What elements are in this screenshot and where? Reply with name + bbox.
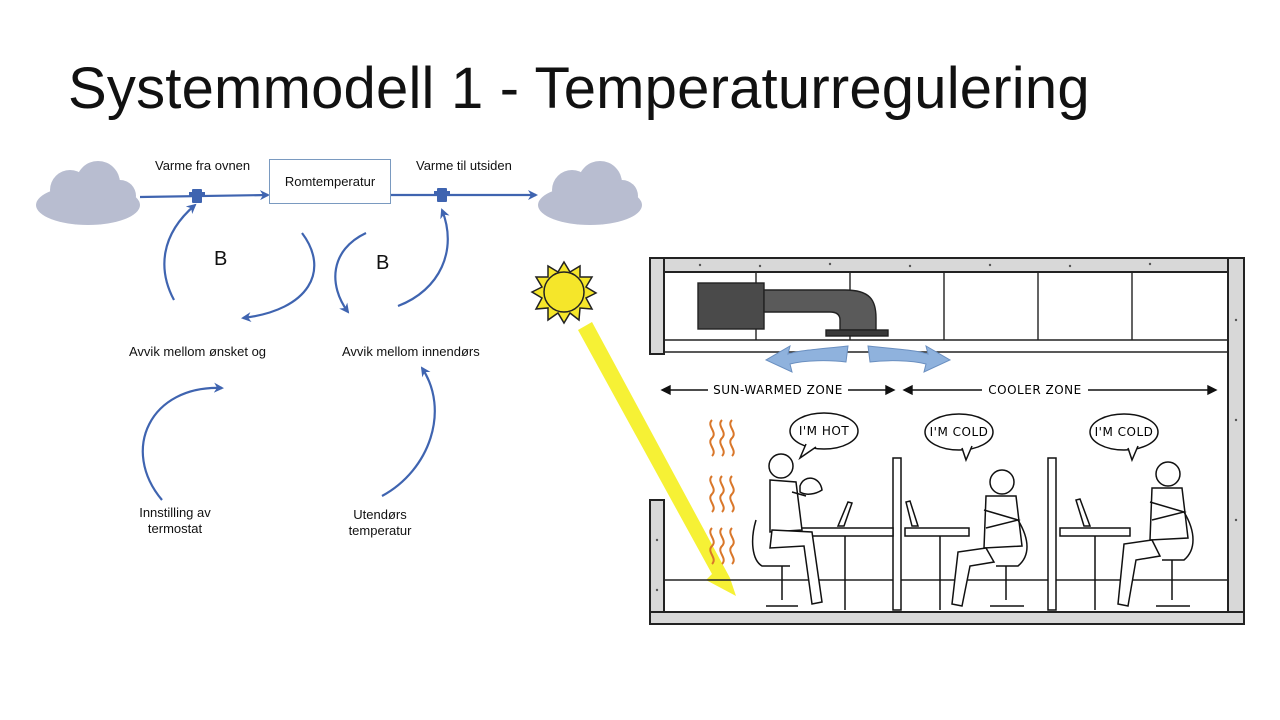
airflow-right-arrow [867,344,952,373]
aux-thermostat: Innstilling av termostat [133,505,217,537]
bubble-cold-text-2: I'M COLD [1095,425,1154,439]
speech-bubble-hot [789,412,859,450]
loop-label-left: B [214,248,228,270]
source-cloud-icon [36,161,140,225]
person-hot [751,453,823,607]
outflow-label: Varme til utsiden [416,158,512,173]
zone-markers [660,384,1218,396]
speech-bubble-cold-1 [924,413,994,451]
aux-outdoor-line1: Utendørs [353,507,407,522]
aux-thermostat-line1: Innstilling av [139,505,211,520]
aux-gap-outdoor: Avvik mellom innendørs [342,344,480,359]
outflow-valve-icon [434,188,450,202]
office-furniture [797,457,1131,611]
aux-gap-desired: Avvik mellom ønsket og [129,344,267,359]
airflow-left-arrow [764,344,849,373]
person-cold-2 [1117,461,1194,607]
aux-thermostat-line2: termostat [147,521,203,536]
link-gap-to-outflow [397,208,450,308]
person-cold-1 [951,469,1028,607]
stock-label: Romtemperatur [284,174,376,189]
link-outdoor-to-gap [381,366,436,497]
sink-cloud-icon [538,161,642,225]
sun-beam [578,322,736,596]
link-thermostat-to-gap [141,382,224,501]
page-title: Systemmodell 1 - Temperaturregulering [68,56,1090,121]
loop-label-right: B [376,252,390,274]
hvac-duct [697,282,889,337]
sun-icon [530,260,598,325]
building-frame [649,257,1245,625]
zone-warm-label: SUN-WARMED ZONE [713,383,843,397]
stock-romtemperatur: Romtemperatur [269,159,391,204]
bubble-cold-text-1: I'M COLD [930,425,989,439]
link-stock-to-gap-desired [241,232,316,323]
inflow-valve-icon [189,189,205,203]
aux-outdoor-temp: Utendørs temperatur [338,507,422,539]
inflow-label: Varme fra ovnen [155,158,251,173]
bubble-hot-text: I'M HOT [799,424,849,438]
link-gap-to-inflow [163,203,197,301]
heat-waves-icon [709,419,735,565]
link-stock-to-gap-outdoor [334,232,367,314]
zone-cool-label: COOLER ZONE [988,383,1081,397]
speech-bubble-cold-2 [1089,413,1159,451]
aux-outdoor-line2: temperatur [348,523,412,538]
